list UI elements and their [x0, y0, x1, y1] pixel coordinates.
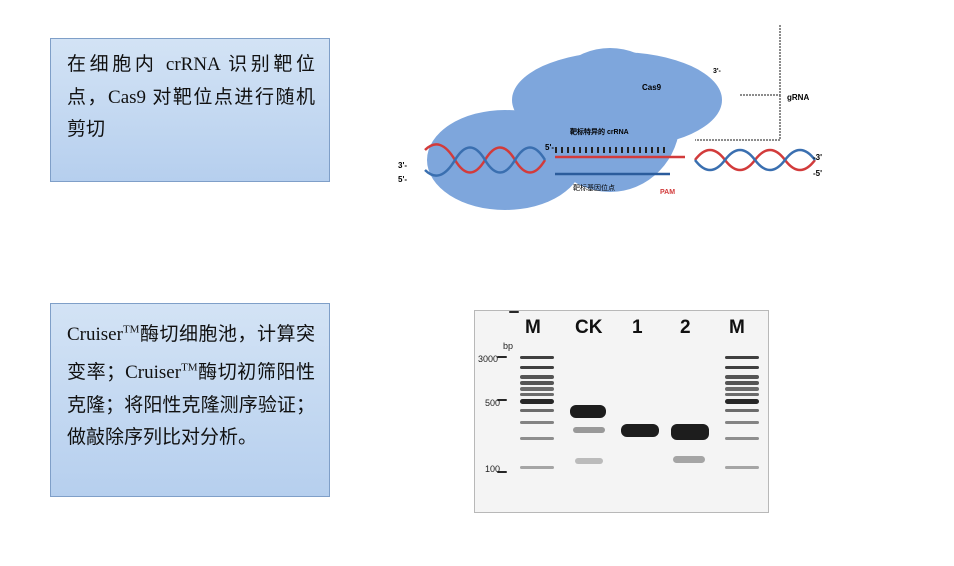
svg-text:gRNA: gRNA	[787, 93, 809, 102]
gel-band	[520, 437, 554, 440]
crispr-cas9-diagram: 3'- 5'- -3' -5' 5'- 3'- Cas9 gRNA 靶标特异的 …	[398, 25, 822, 210]
marker-label: 3000	[478, 354, 499, 364]
gel-band	[570, 405, 606, 418]
gel-band	[520, 375, 554, 379]
lane-label: M	[525, 317, 541, 338]
gel-band	[520, 387, 554, 391]
grna-strand	[695, 25, 781, 141]
step2-textbox: CruiserTM酶切细胞池，计算突变率；CruiserTM酶切初筛阳性克隆；将…	[50, 303, 330, 497]
gel-band	[520, 399, 554, 404]
svg-text:靶标基因位点: 靶标基因位点	[573, 183, 615, 192]
gel-band	[520, 421, 554, 424]
svg-text:靶标特异的 crRNA: 靶标特异的 crRNA	[570, 127, 629, 136]
gel-band	[520, 409, 554, 412]
gel-image: M CK 1 2 M bp 3000 500 100	[474, 310, 769, 513]
svg-text:-3': -3'	[813, 153, 822, 162]
gel-band	[575, 458, 603, 464]
svg-text:PAM: PAM	[660, 189, 675, 196]
gel-band	[725, 356, 759, 359]
gel-band	[725, 437, 759, 440]
lane-label: CK	[575, 317, 603, 338]
gel-band	[520, 356, 554, 359]
svg-text:Cas9: Cas9	[642, 83, 662, 92]
dna-strand-blue	[424, 146, 547, 177]
gel-band	[725, 399, 759, 404]
gel-band	[725, 409, 759, 412]
gel-band	[520, 393, 554, 396]
gel-band	[725, 466, 759, 469]
gel-band	[509, 311, 519, 313]
step1-textbox: 在细胞内 crRNA 识别靶位点，Cas9 对靶位点进行随机剪切	[50, 38, 330, 182]
lane-label: 2	[680, 317, 691, 338]
gel-band	[673, 456, 705, 463]
gel-band	[520, 466, 554, 469]
unit-label: bp	[503, 341, 514, 351]
step1-text: 在细胞内 crRNA 识别靶位点，Cas9 对靶位点进行随机剪切	[67, 54, 315, 140]
lane-label: M	[729, 317, 745, 338]
gel-band	[725, 387, 759, 391]
svg-text:5'-: 5'-	[398, 175, 407, 184]
svg-text:-5': -5'	[813, 169, 822, 178]
gel-band	[725, 381, 759, 385]
svg-text:3'-: 3'-	[398, 161, 407, 170]
svg-text:5'-: 5'-	[545, 143, 554, 152]
gel-band	[725, 375, 759, 379]
gel-band	[573, 427, 605, 433]
gel-band	[725, 366, 759, 369]
gel-band	[497, 356, 507, 358]
step2-text: CruiserTM酶切细胞池，计算突变率；CruiserTM酶切初筛阳性克隆；将…	[67, 324, 315, 449]
lane-label: 1	[632, 317, 643, 338]
gel-band	[671, 424, 709, 440]
svg-text:3'-: 3'-	[713, 68, 722, 75]
gel-band	[497, 399, 507, 401]
gel-band	[621, 424, 659, 437]
gel-band	[725, 393, 759, 396]
gel-band	[497, 471, 507, 473]
gel-band	[520, 381, 554, 385]
marker-label: 500	[485, 398, 501, 408]
gel-band	[725, 421, 759, 424]
gel-band	[520, 366, 554, 369]
marker-label: 100	[485, 464, 501, 474]
